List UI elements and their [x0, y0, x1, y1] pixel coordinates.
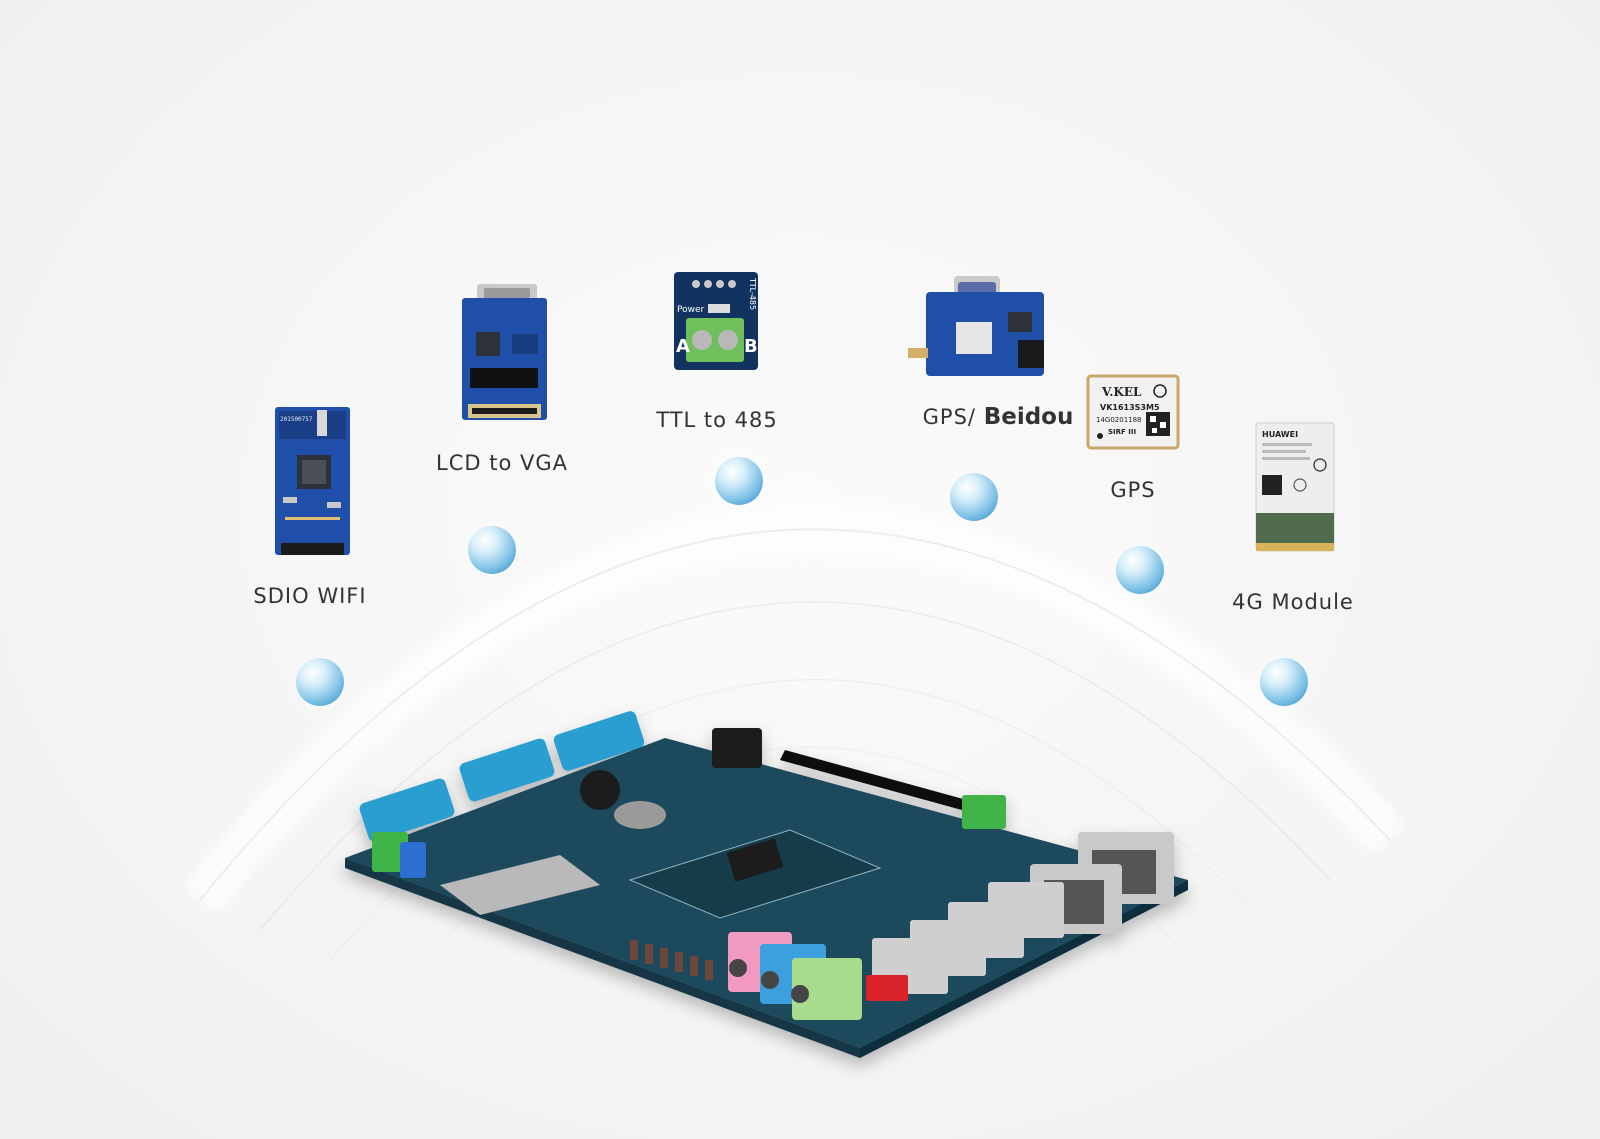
bubble [705, 447, 773, 515]
gps-beidou-label: GPS/ Beidou [923, 404, 1074, 430]
gps-chip-model: VK1613S3M5 [1100, 403, 1160, 412]
wifi-board-serial: 201500757 [280, 416, 313, 423]
4g-chip-brand: HUAWEI [1262, 430, 1298, 439]
ttl-board-b-text: B [744, 336, 758, 357]
4g-module-image: HUAWEI [1255, 422, 1335, 552]
gps-chip-serial: 14G0201188 [1096, 416, 1142, 424]
gps-chip-image: V.KEL VK1613S3M5 14G0201188 SIRF III [1086, 374, 1180, 450]
lcd-to-vga-label: LCD to VGA [436, 451, 568, 475]
bubble [1106, 536, 1174, 604]
gps-beidou-label-bold: Beidou [983, 404, 1074, 430]
bubble [458, 516, 526, 584]
ttl-to-485-label: TTL to 485 [656, 408, 778, 432]
gps-beidou-board-image [908, 276, 1044, 376]
4g-module-label: 4G Module [1232, 590, 1354, 614]
bubble [286, 648, 354, 716]
gps-chip-brand: V.KEL [1101, 385, 1142, 399]
ttl-board-power-text: Power [677, 305, 705, 315]
sdio-wifi-label: SDIO WIFI [253, 584, 367, 608]
gps-beidou-label-prefix: GPS/ [922, 405, 984, 429]
ttl-to-485-board-image: Power A B TTL-485 [674, 272, 758, 370]
bubble [1250, 648, 1318, 716]
gps-label: GPS [1110, 478, 1156, 502]
lcd-to-vga-board-image [462, 284, 547, 420]
gps-chip-sirf: SIRF III [1108, 428, 1136, 436]
bubble [940, 463, 1008, 531]
sdio-wifi-board-image: 201500757 [275, 407, 350, 555]
main-board-image [345, 711, 1188, 1058]
bubble-markers [286, 447, 1318, 716]
ttl-board-a-text: A [676, 336, 690, 357]
ttl-board-side-text: TTL-485 [748, 277, 757, 310]
